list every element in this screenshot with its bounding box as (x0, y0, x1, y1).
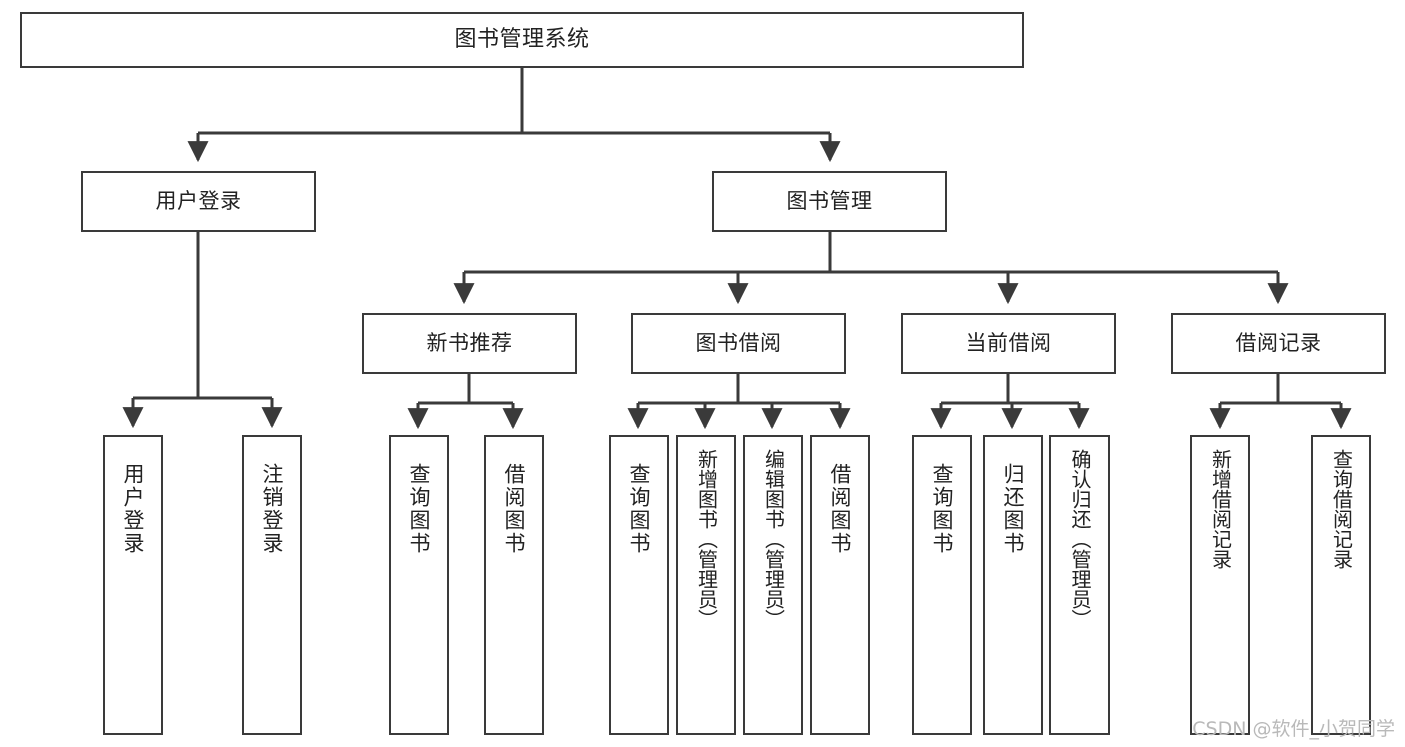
node-borrow-record[interactable]: 借阅记录 (1171, 313, 1386, 374)
leaf-user-login[interactable]: 用户登录 (103, 435, 163, 735)
node-book-borrow[interactable]: 图书借阅 (631, 313, 846, 374)
node-label: 借阅图书 (828, 463, 853, 555)
node-label: 查询图书 (407, 463, 432, 555)
node-label: 查询图书 (930, 463, 955, 555)
leaf-query-book-borrow[interactable]: 查询图书 (609, 435, 669, 735)
leaf-borrow-book-recommend[interactable]: 借阅图书 (484, 435, 544, 735)
node-label: 借阅图书 (502, 463, 527, 555)
node-label: 归还图书 (1001, 463, 1026, 555)
leaf-logout-login[interactable]: 注销登录 (242, 435, 302, 735)
node-label: 图书管理系统 (454, 27, 590, 53)
node-label: 借阅记录 (1235, 331, 1322, 356)
node-new-book-recommend[interactable]: 新书推荐 (362, 313, 577, 374)
leaf-query-borrow-record[interactable]: 查询借阅记录 (1311, 435, 1371, 735)
node-label: 查询借阅记录 (1329, 449, 1354, 569)
node-book-manage[interactable]: 图书管理 (712, 171, 947, 232)
leaf-confirm-return-admin[interactable]: 确认归还（管理员） (1049, 435, 1110, 735)
node-label: 新增图书（管理员） (694, 449, 719, 629)
leaf-add-book-admin[interactable]: 新增图书（管理员） (676, 435, 736, 735)
node-label: 当前借阅 (965, 331, 1052, 356)
node-label: 用户登录 (121, 463, 146, 555)
node-label: 图书借阅 (695, 331, 782, 356)
node-user-login[interactable]: 用户登录 (81, 171, 316, 232)
node-label: 确认归还（管理员） (1068, 449, 1092, 629)
node-current-borrow[interactable]: 当前借阅 (901, 313, 1116, 374)
leaf-query-book-recommend[interactable]: 查询图书 (389, 435, 449, 735)
node-label: 编辑图书（管理员） (761, 449, 786, 629)
node-root-system[interactable]: 图书管理系统 (20, 12, 1024, 68)
leaf-return-book[interactable]: 归还图书 (983, 435, 1043, 735)
leaf-borrow-book-borrow[interactable]: 借阅图书 (810, 435, 870, 735)
leaf-add-borrow-record[interactable]: 新增借阅记录 (1190, 435, 1250, 735)
leaf-query-book-current[interactable]: 查询图书 (912, 435, 972, 735)
leaf-edit-book-admin[interactable]: 编辑图书（管理员） (743, 435, 803, 735)
node-label: 查询图书 (627, 463, 652, 555)
node-label: 新增借阅记录 (1208, 449, 1233, 569)
node-label: 新书推荐 (426, 331, 513, 356)
node-label: 图书管理 (786, 189, 873, 214)
node-label: 注销登录 (260, 463, 285, 555)
node-label: 用户登录 (155, 189, 242, 214)
